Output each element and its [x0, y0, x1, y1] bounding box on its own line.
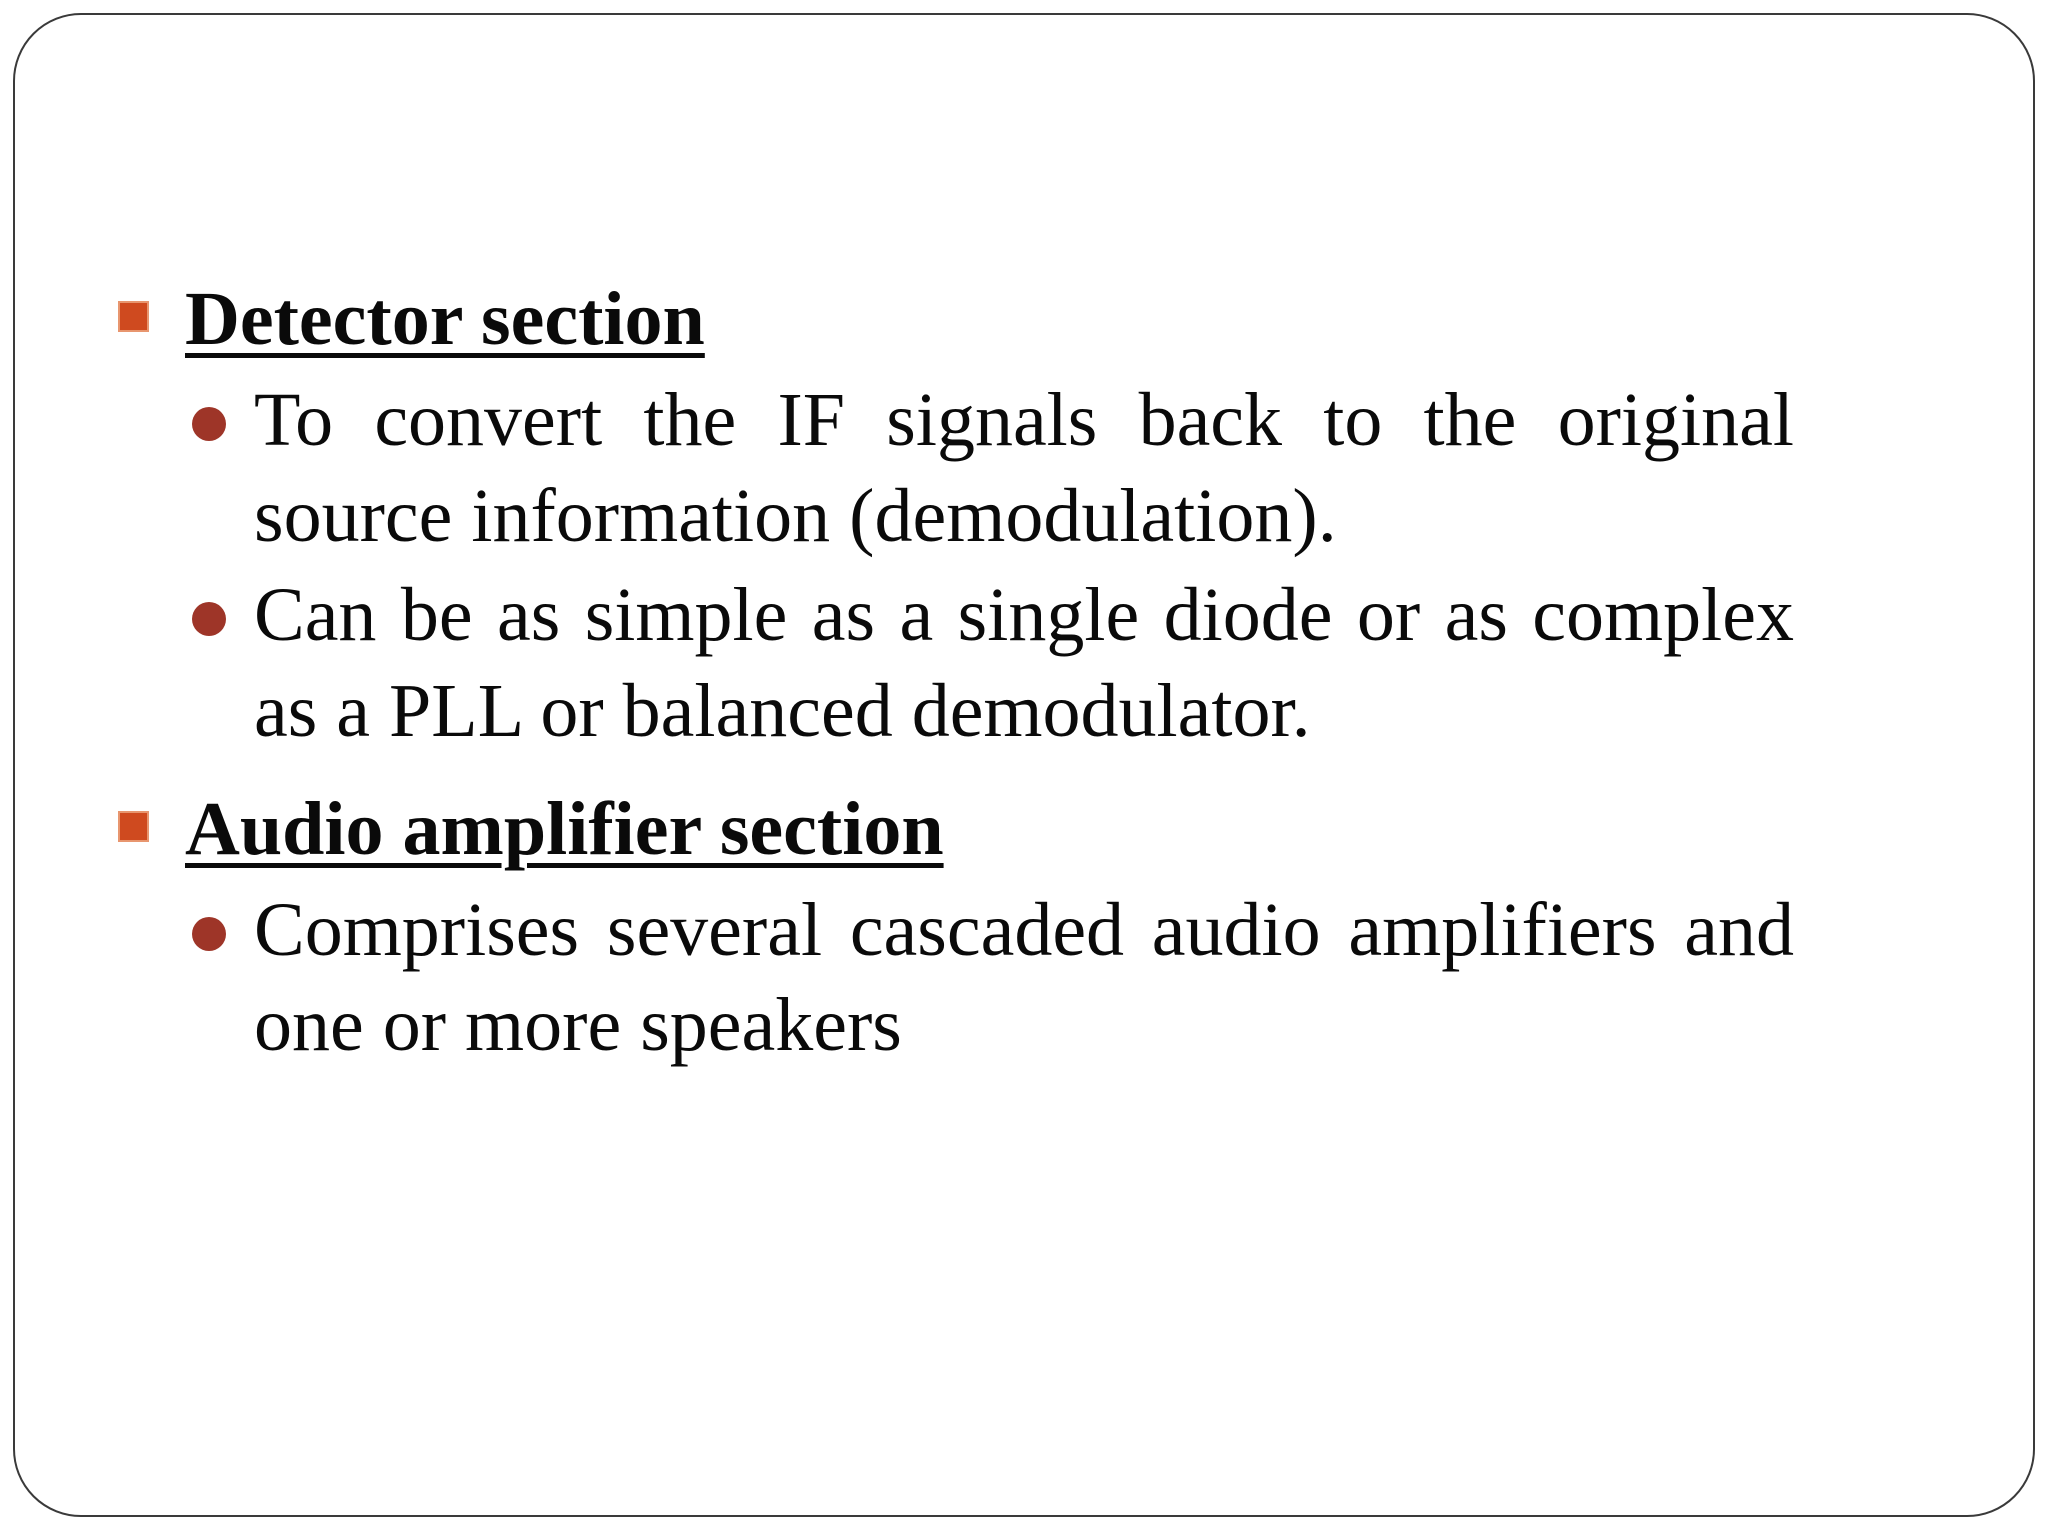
bullet-row: To convert the IF signals back to the or… — [192, 373, 1908, 565]
bullet-text-convert-if: To convert the IF signals back to the or… — [254, 377, 1794, 558]
bullet-text-single-diode: Can be as simple as a single diode or as… — [254, 573, 1794, 754]
bullet-text-cascaded-amplifiers: Comprises several cascaded audio amplifi… — [254, 887, 1794, 1068]
section-heading-detector: Detector section — [185, 277, 705, 361]
slide-content: Detector section To convert the IF signa… — [118, 270, 1908, 1075]
round-bullet-icon — [192, 916, 226, 951]
bullet-row: Can be as simple as a single diode or as… — [192, 568, 1908, 760]
square-bullet-icon — [118, 301, 149, 332]
section-heading-row-detector: Detector section — [118, 270, 1908, 369]
section-heading-row-audio-amplifier: Audio amplifier section — [118, 780, 1908, 879]
round-bullet-icon — [192, 406, 226, 441]
square-bullet-icon — [118, 810, 149, 842]
section-heading-audio-amplifier: Audio amplifier section — [185, 786, 944, 871]
round-bullet-icon — [192, 602, 226, 637]
bullet-row: Comprises several cascaded audio amplifi… — [192, 883, 1908, 1075]
